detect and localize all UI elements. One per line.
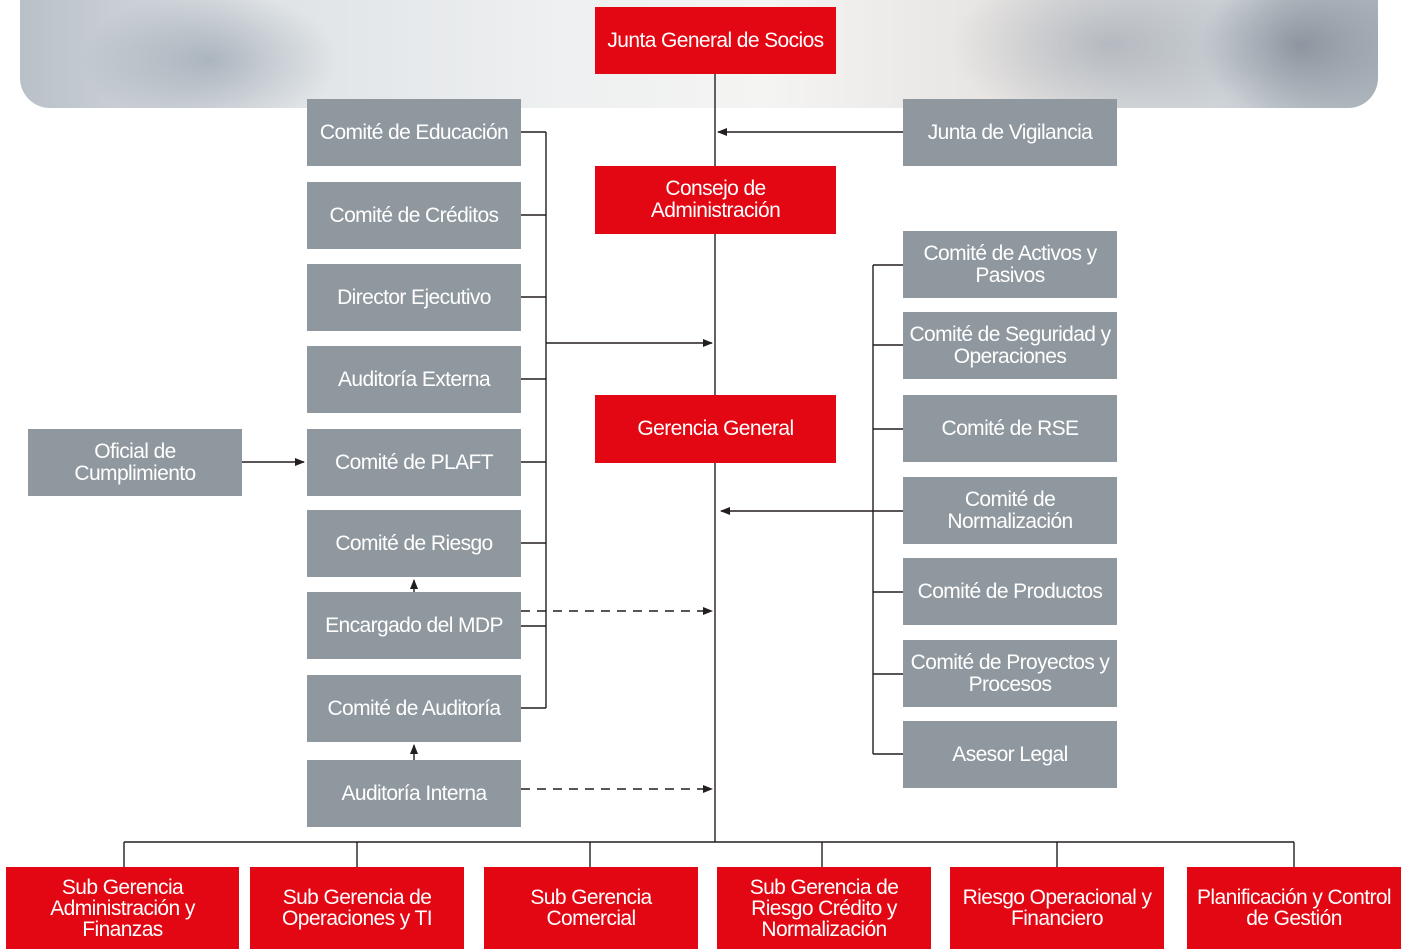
comite-rse-label: Comité de RSE	[941, 416, 1080, 440]
planificacion-control-box: Planificación y Control de Gestión	[1187, 867, 1401, 949]
comite-activos-box: Comité de Activos y Pasivos	[903, 231, 1117, 298]
gerencia-box: Gerencia General	[595, 395, 836, 463]
junta-general-box: Junta General de Socios	[595, 7, 836, 74]
photo-shape	[1200, 0, 1378, 108]
comite-proyectos-box: Comité de Proyectos y Procesos	[903, 640, 1117, 707]
consejo-box: Consejo de Administración	[595, 166, 836, 234]
sub-gerencia-riesgo-credito-box: Sub Gerencia de Riesgo Crédito y Normali…	[717, 867, 931, 949]
auditoria-externa-label: Auditoría Externa	[337, 367, 491, 391]
sub-gerencia-adm-finanzas-box: Sub Gerencia Administración y Finanzas	[6, 867, 239, 949]
sub-gerencia-operaciones-label: Sub Gerencia de Operaciones y TI	[282, 886, 433, 930]
asesor-legal-label: Asesor Legal	[952, 742, 1068, 766]
encargado-mdp-label: Encargado del MDP	[325, 613, 503, 637]
comite-rse-box: Comité de RSE	[903, 395, 1117, 462]
photo-shape	[80, 0, 340, 108]
comite-productos-box: Comité de Productos	[903, 558, 1117, 625]
comite-plaft-box: Comité de PLAFT	[307, 429, 521, 496]
oficial-cumplimiento-box: Oficial de Cumplimiento	[28, 429, 242, 496]
sub-gerencia-comercial-box: Sub Gerencia Comercial	[484, 867, 698, 949]
comite-productos-label: Comité de Productos	[917, 579, 1103, 603]
director-ejecutivo-box: Director Ejecutivo	[307, 264, 521, 331]
junta-general-label: Junta General de Socios	[607, 28, 824, 52]
encargado-mdp-box: Encargado del MDP	[307, 592, 521, 659]
comite-proyectos-label: Comité de Proyectos y Procesos	[910, 650, 1110, 696]
junta-vigilancia-label: Junta de Vigilancia	[927, 120, 1093, 144]
comite-auditoria-label: Comité de Auditoría	[327, 696, 501, 720]
auditoria-externa-box: Auditoría Externa	[307, 346, 521, 413]
riesgo-operacional-label: Riesgo Operacional y Financiero	[962, 886, 1152, 930]
comite-riesgo-box: Comité de Riesgo	[307, 510, 521, 577]
planificacion-control-label: Planificación y Control de Gestión	[1197, 886, 1392, 930]
sub-gerencia-riesgo-credito-label: Sub Gerencia de Riesgo Crédito y Normali…	[749, 875, 899, 941]
gerencia-label: Gerencia General	[637, 417, 794, 440]
sub-gerencia-adm-finanzas-label: Sub Gerencia Administración y Finanzas	[50, 875, 195, 941]
comite-educacion-box: Comité de Educación	[307, 99, 521, 166]
sub-gerencia-comercial-label: Sub Gerencia Comercial	[530, 886, 652, 930]
comite-activos-label: Comité de Activos y Pasivos	[923, 241, 1097, 287]
auditoria-interna-box: Auditoría Interna	[307, 760, 521, 827]
comite-riesgo-label: Comité de Riesgo	[335, 531, 493, 555]
comite-creditos-label: Comité de Créditos	[329, 203, 500, 227]
riesgo-operacional-box: Riesgo Operacional y Financiero	[950, 867, 1164, 949]
comite-normalizacion-box: Comité de Normalización	[903, 477, 1117, 544]
comite-normalizacion-label: Comité de Normalización	[947, 487, 1073, 533]
asesor-legal-box: Asesor Legal	[903, 721, 1117, 788]
auditoria-interna-label: Auditoría Interna	[341, 781, 487, 805]
comite-creditos-box: Comité de Créditos	[307, 182, 521, 249]
director-ejecutivo-label: Director Ejecutivo	[337, 285, 491, 309]
consejo-label: Consejo de Administración	[650, 177, 781, 222]
oficial-cumplimiento-label: Oficial de Cumplimiento	[74, 439, 196, 485]
comite-educacion-label: Comité de Educación	[319, 120, 509, 144]
comite-seguridad-box: Comité de Seguridad y Operaciones	[903, 312, 1117, 379]
comite-auditoria-box: Comité de Auditoría	[307, 675, 521, 742]
junta-vigilancia-box: Junta de Vigilancia	[903, 99, 1117, 166]
comite-seguridad-label: Comité de Seguridad y Operaciones	[909, 322, 1111, 368]
sub-gerencia-operaciones-box: Sub Gerencia de Operaciones y TI	[250, 867, 464, 949]
comite-plaft-label: Comité de PLAFT	[335, 450, 494, 474]
